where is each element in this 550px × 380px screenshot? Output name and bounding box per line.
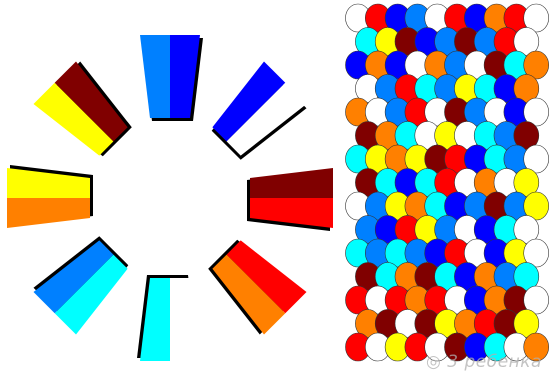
wheel-segment [137,275,200,361]
wheel-segment [34,62,132,157]
bubble-mosaic [346,4,549,361]
wheel-segment [7,165,93,228]
wheel-segment [208,240,306,335]
wheel-segment [212,62,307,160]
watermark-text: 3 ребенка [447,352,542,372]
wheel-segment-left-half [140,35,170,118]
color-wheel [7,35,333,361]
watermark: ◎ 3 ребенка [426,352,542,372]
wheel-segment-left-half [170,278,200,361]
circle-logo-icon: ◎ [426,352,441,372]
wheel-segment-left-half [250,168,333,198]
wheel-segment [247,168,333,231]
wheel-segment [34,236,129,334]
wheel-segment-left-half [7,198,90,228]
wheel-segment [140,35,203,121]
